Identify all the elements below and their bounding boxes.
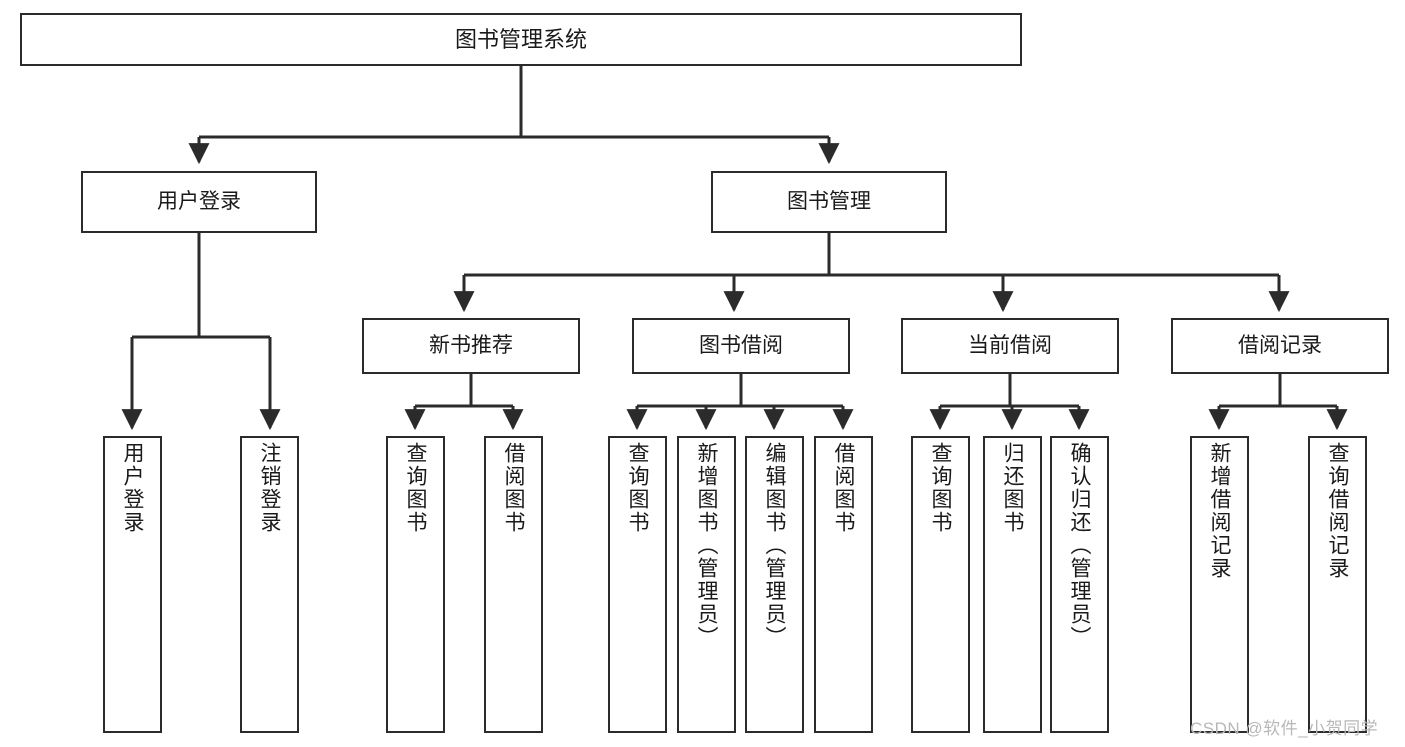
leaf-user-login[interactable]: 用户登录 xyxy=(103,436,162,733)
leaf-return-book[interactable]: 归还图书 xyxy=(983,436,1042,733)
node-new-book-recommend-label: 新书推荐 xyxy=(429,333,513,357)
node-book-manage[interactable]: 图书管理 xyxy=(711,171,947,233)
leaf-user-login-label: 用户登录 xyxy=(121,442,144,534)
leaf-edit-book[interactable]: 编辑图书（管理员） xyxy=(745,436,804,733)
node-new-book-recommend[interactable]: 新书推荐 xyxy=(362,318,580,374)
node-book-manage-label: 图书管理 xyxy=(787,189,871,213)
node-user-login[interactable]: 用户登录 xyxy=(81,171,317,233)
leaf-add-record[interactable]: 新增借阅记录 xyxy=(1190,436,1249,733)
leaf-query-book-rec[interactable]: 查询图书 xyxy=(386,436,445,733)
leaf-confirm-return[interactable]: 确认归还（管理员） xyxy=(1050,436,1109,733)
node-borrow-record-label: 借阅记录 xyxy=(1238,333,1322,357)
leaf-return-book-label: 归还图书 xyxy=(1001,442,1024,534)
leaf-borrow-book-rec[interactable]: 借阅图书 xyxy=(484,436,543,733)
leaf-add-record-label: 新增借阅记录 xyxy=(1208,442,1231,580)
leaf-query-book-cur[interactable]: 查询图书 xyxy=(911,436,970,733)
leaf-borrow-book-rec-label: 借阅图书 xyxy=(502,442,525,534)
leaf-edit-book-label: 编辑图书（管理员） xyxy=(763,442,786,649)
leaf-add-book[interactable]: 新增图书（管理员） xyxy=(677,436,736,733)
node-root[interactable]: 图书管理系统 xyxy=(20,13,1022,66)
node-book-borrow[interactable]: 图书借阅 xyxy=(632,318,850,374)
leaf-logout[interactable]: 注销登录 xyxy=(240,436,299,733)
node-user-login-label: 用户登录 xyxy=(157,189,241,213)
leaf-confirm-return-label: 确认归还（管理员） xyxy=(1068,442,1091,649)
leaf-query-book-cur-label: 查询图书 xyxy=(929,442,952,534)
node-book-borrow-label: 图书借阅 xyxy=(699,333,783,357)
leaf-borrow-book-label: 借阅图书 xyxy=(832,442,855,534)
leaf-add-book-label: 新增图书（管理员） xyxy=(695,442,718,649)
node-current-borrow-label: 当前借阅 xyxy=(968,333,1052,357)
node-current-borrow[interactable]: 当前借阅 xyxy=(901,318,1119,374)
leaf-query-book-rec-label: 查询图书 xyxy=(404,442,427,534)
leaf-query-book-borrow[interactable]: 查询图书 xyxy=(608,436,667,733)
leaf-query-book-borrow-label: 查询图书 xyxy=(626,442,649,534)
node-borrow-record[interactable]: 借阅记录 xyxy=(1171,318,1389,374)
leaf-logout-label: 注销登录 xyxy=(258,442,281,534)
node-root-label: 图书管理系统 xyxy=(454,26,587,52)
leaf-borrow-book[interactable]: 借阅图书 xyxy=(814,436,873,733)
watermark: CSDN @软件_小贺同学 xyxy=(1190,719,1379,738)
leaf-query-record[interactable]: 查询借阅记录 xyxy=(1308,436,1367,733)
leaf-query-record-label: 查询借阅记录 xyxy=(1326,442,1349,580)
